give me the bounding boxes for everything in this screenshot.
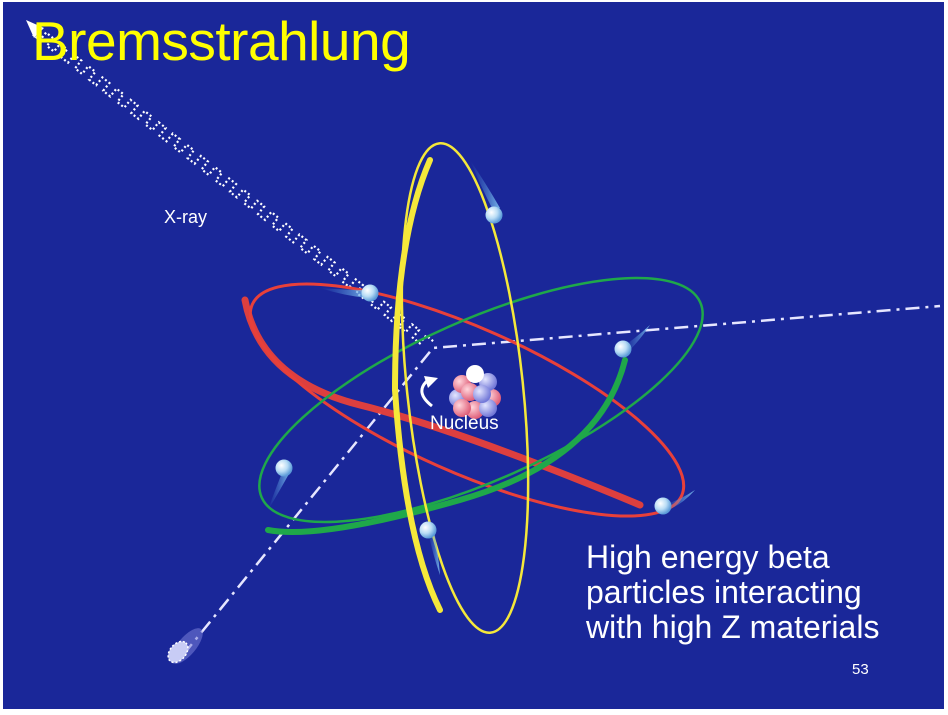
electron-icon xyxy=(275,459,293,477)
page-number: 53 xyxy=(852,661,869,678)
caption-line: High energy beta xyxy=(586,539,830,575)
slide-background xyxy=(3,2,944,709)
orbit-yellow-front xyxy=(391,157,443,613)
caption: High energy beta particles interacting w… xyxy=(586,540,879,645)
nucleus-label: Nucleus xyxy=(430,413,499,434)
electron-icon xyxy=(485,206,503,224)
orbit-green xyxy=(258,276,704,524)
curved-arrow-icon xyxy=(420,376,438,408)
electron-trail xyxy=(470,160,500,212)
beta-trajectory xyxy=(182,304,941,656)
orbit-green-front xyxy=(265,357,628,535)
xray-label: X-ray xyxy=(164,207,208,227)
electron-icon xyxy=(361,284,379,302)
electron-trail xyxy=(268,468,290,510)
electron-trail xyxy=(428,530,440,575)
beta-particle-icon xyxy=(167,628,203,664)
electron-icon xyxy=(419,521,437,539)
xray-arrowhead-icon xyxy=(26,20,44,38)
orbit-yellow xyxy=(400,142,530,634)
electron-icon xyxy=(614,340,632,358)
electron-trail xyxy=(664,490,695,512)
slide-title: Bremsstrahlung xyxy=(32,10,411,72)
caption-line: particles interacting xyxy=(586,574,862,610)
electron-icon xyxy=(654,497,672,515)
electron-trail xyxy=(320,288,368,298)
orbit-red-front xyxy=(241,296,644,509)
photon-wave-icon xyxy=(32,30,434,345)
orbit-red xyxy=(248,282,686,518)
nucleus-icon xyxy=(449,365,501,419)
caption-line: with high Z materials xyxy=(586,609,880,645)
